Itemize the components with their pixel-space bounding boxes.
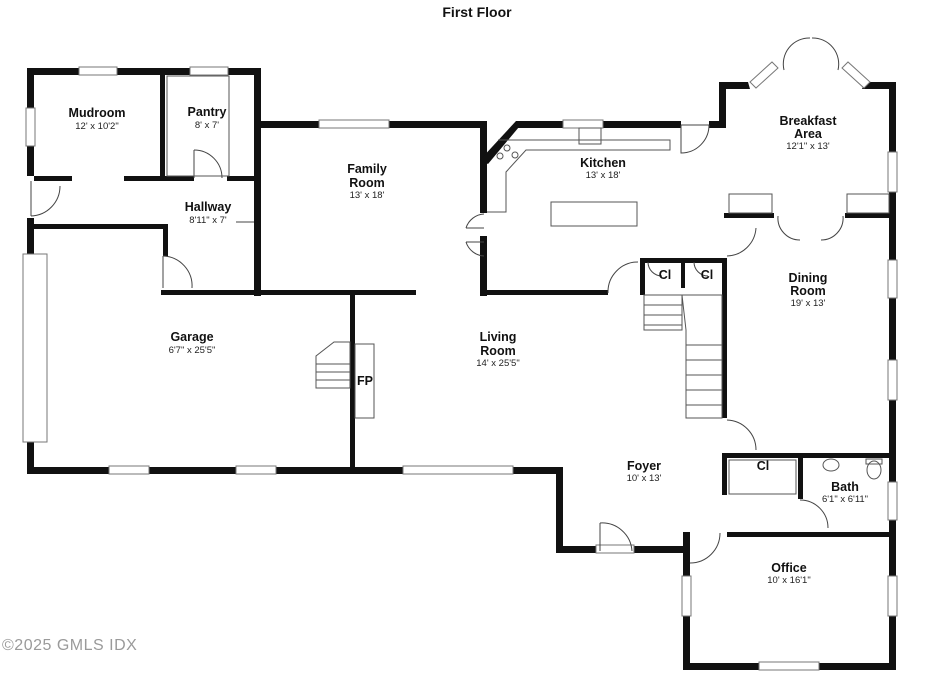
room-office: Office 10' x 16'1" [767,561,810,586]
mudroom-name: Mudroom [69,106,126,120]
doors [30,37,844,564]
windows [22,61,898,671]
family-dims: 13' x 18' [350,190,385,201]
room-kitchen: Kitchen 13' x 18' [580,156,626,181]
family-name-1: Family [347,162,387,176]
room-garage: Garage 6'7" x 25'5" [169,330,216,356]
kitchen-dims: 13' x 18' [586,170,621,181]
office-dims: 10' x 16'1" [767,575,810,586]
living-name-1: Living [480,330,517,344]
garage-name: Garage [170,330,213,344]
pantry-dims: 8' x 7' [195,120,219,131]
closet-label-1: Cl [659,268,672,282]
room-mudroom: Mudroom 12' x 10'2" [69,106,126,132]
office-name: Office [771,561,806,575]
room-living: Living Room 14' x 25'5" [476,330,519,369]
kitchen-name: Kitchen [580,156,626,170]
room-hallway: Hallway 8'11" x 7' [185,200,232,226]
breakfast-dims: 12'1" x 13' [786,141,830,152]
floor-title: First Floor [442,4,512,20]
room-pantry: Pantry 8' x 7' [188,105,227,131]
hallway-name: Hallway [185,200,232,214]
walls [27,68,896,670]
fixtures [166,75,890,495]
copyright-watermark: ©2025 GMLS IDX [2,637,137,654]
dining-name-1: Dining [789,271,828,285]
bath-dims: 6'1" x 6'11" [822,494,868,505]
living-dims: 14' x 25'5" [476,358,519,369]
closet-label-3: Cl [757,459,770,473]
hallway-dims: 8'11" x 7' [189,215,227,226]
room-foyer: Foyer 10' x 13' [627,459,662,484]
breakfast-name-2: Area [794,127,823,141]
room-dining: Dining Room 19' x 13' [789,271,828,309]
room-family: Family Room 13' x 18' [347,162,387,201]
foyer-dims: 10' x 13' [627,473,662,484]
breakfast-name-1: Breakfast [780,114,838,128]
pantry-name: Pantry [188,105,227,119]
foyer-name: Foyer [627,459,661,473]
bath-name: Bath [831,480,859,494]
closet-label-2: Cl [701,268,714,282]
living-name-2: Room [480,344,515,358]
room-breakfast: Breakfast Area 12'1" x 13' [780,114,838,152]
garage-dims: 6'7" x 25'5" [169,345,216,356]
family-name-2: Room [349,176,384,190]
mudroom-dims: 12' x 10'2" [75,121,118,132]
dining-name-2: Room [790,284,825,298]
dining-dims: 19' x 13' [791,298,826,309]
fireplace-label: FP [357,374,373,388]
room-bath: Bath 6'1" x 6'11" [822,480,868,505]
